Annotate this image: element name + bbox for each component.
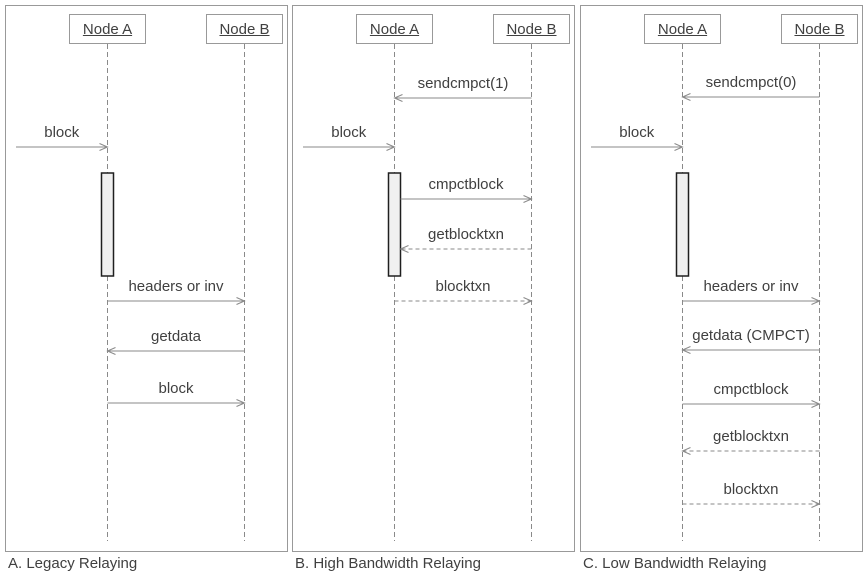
message-label: getblocktxn xyxy=(428,226,504,243)
panel-low-bandwidth-relaying: Node A Node B sendcmpct(0) block headers or … xyxy=(580,5,863,572)
node-b-box-label: Node B xyxy=(506,20,557,38)
node-b-box: Node B xyxy=(493,14,570,44)
node-b-box-label: Node B xyxy=(219,20,270,38)
node-a-box-label: Node A xyxy=(82,20,133,38)
arrowhead-icon xyxy=(811,297,821,305)
node-b-box-label: Node B xyxy=(794,20,845,38)
node-a-box: Node A xyxy=(356,14,433,44)
message-label: blocktxn xyxy=(723,481,779,498)
panel-high-bandwidth-relaying: Node A Node B sendcmpct(1) block cmpctblock g… xyxy=(292,5,575,572)
node-b-box: Node B xyxy=(781,14,858,44)
panel-caption: B. High Bandwidth Relaying xyxy=(295,555,481,572)
arrowhead-icon xyxy=(386,143,396,151)
message-label: block xyxy=(44,124,80,141)
message-label: cmpctblock xyxy=(713,381,789,398)
message-label: block xyxy=(331,124,367,141)
arrowhead-icon xyxy=(674,143,684,151)
activation-bar-node-a xyxy=(387,172,402,277)
arrowhead-icon xyxy=(99,143,109,151)
arrowhead-icon xyxy=(811,400,821,408)
message-label: getdata xyxy=(150,328,202,345)
message-label: sendcmpct(1) xyxy=(417,75,509,92)
node-a-box: Node A xyxy=(644,14,721,44)
arrowhead-icon xyxy=(681,447,691,455)
panel-caption: C. Low Bandwidth Relaying xyxy=(583,555,767,572)
arrowhead-icon xyxy=(681,346,691,354)
arrowhead-icon xyxy=(106,347,116,355)
panel-caption: A. Legacy Relaying xyxy=(8,555,138,572)
message-label: blocktxn xyxy=(435,278,491,295)
arrowhead-icon xyxy=(523,195,533,203)
message-label: headers or inv xyxy=(128,278,224,295)
activation-bar-node-a xyxy=(675,172,690,277)
message-label: block xyxy=(619,124,655,141)
message-label: cmpctblock xyxy=(428,176,504,193)
activation-bar-node-a xyxy=(100,172,115,277)
message-label: getblocktxn xyxy=(713,428,789,445)
message-label: sendcmpct(0) xyxy=(705,74,797,91)
arrowhead-icon xyxy=(523,297,533,305)
arrowhead-icon xyxy=(681,93,691,101)
arrowhead-icon xyxy=(236,399,246,407)
arrowhead-icon xyxy=(399,245,409,253)
node-b-box: Node B xyxy=(206,14,283,44)
message-label: headers or inv xyxy=(703,278,799,295)
node-a-box: Node A xyxy=(69,14,146,44)
arrowhead-icon xyxy=(811,500,821,508)
message-label: block xyxy=(158,380,194,397)
arrowhead-icon xyxy=(236,297,246,305)
message-label: getdata (CMPCT) xyxy=(692,327,810,344)
arrowhead-icon xyxy=(393,94,403,102)
node-a-box-label: Node A xyxy=(657,20,708,38)
node-a-box-label: Node A xyxy=(369,20,420,38)
panel-legacy-relaying: Node A Node B block headers or inv getdata bl… xyxy=(5,5,288,572)
